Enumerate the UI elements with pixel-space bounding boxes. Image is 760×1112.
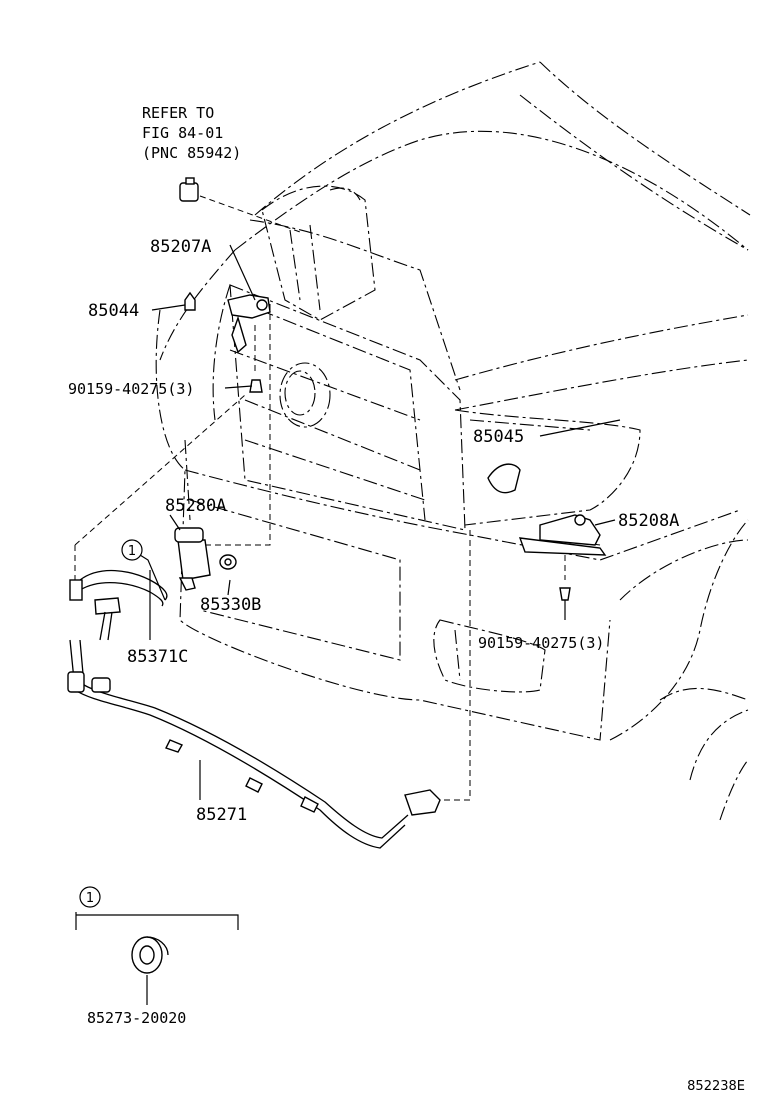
label-90159-left: 90159-40275(3) — [68, 380, 194, 398]
label-85371C: 85371C — [127, 647, 188, 667]
reference-lines — [74, 195, 601, 801]
relay-part — [179, 177, 199, 202]
refer-line-2: FIG 84-01 — [142, 124, 223, 142]
refer-line-3: (PNC 85942) — [142, 144, 241, 162]
figure-id: 852238E — [687, 1079, 745, 1094]
label-85208A: 85208A — [618, 511, 679, 531]
pump-85280A — [174, 527, 211, 591]
bolt-right — [559, 587, 571, 601]
label-85207A: 85207A — [150, 237, 211, 257]
marker-circle-legend: 1 — [79, 886, 101, 908]
marker-circle-main: 1 — [121, 539, 143, 561]
marker-circle-main-label: 1 — [128, 544, 136, 559]
callout-labels: REFER TO FIG 84-01 (PNC 85942) 85207A 85… — [68, 104, 745, 1094]
clip-85044 — [184, 291, 196, 311]
marker-circle-legend-label: 1 — [86, 891, 94, 906]
hose-85271 — [67, 639, 441, 849]
label-85045: 85045 — [473, 427, 524, 447]
bolt-left — [249, 379, 263, 393]
leader-lines — [75, 244, 621, 1005]
nozzle-85208A — [518, 514, 607, 556]
label-85271: 85271 — [196, 805, 247, 825]
cover-85045 — [487, 463, 521, 494]
nozzle-85207A — [227, 294, 271, 354]
clamp-85273 — [131, 936, 169, 974]
label-85273-20020: 85273-20020 — [87, 1009, 186, 1027]
refer-line-1: REFER TO — [142, 104, 214, 122]
parts — [67, 177, 607, 974]
label-85330B: 85330B — [200, 595, 261, 615]
label-90159-right: 90159-40275(3) — [478, 634, 604, 652]
label-85044: 85044 — [88, 301, 139, 321]
grommet-85330B — [219, 554, 237, 570]
label-85280A: 85280A — [165, 496, 226, 516]
vehicle-outline — [155, 61, 751, 821]
hose-85371C — [69, 569, 168, 641]
